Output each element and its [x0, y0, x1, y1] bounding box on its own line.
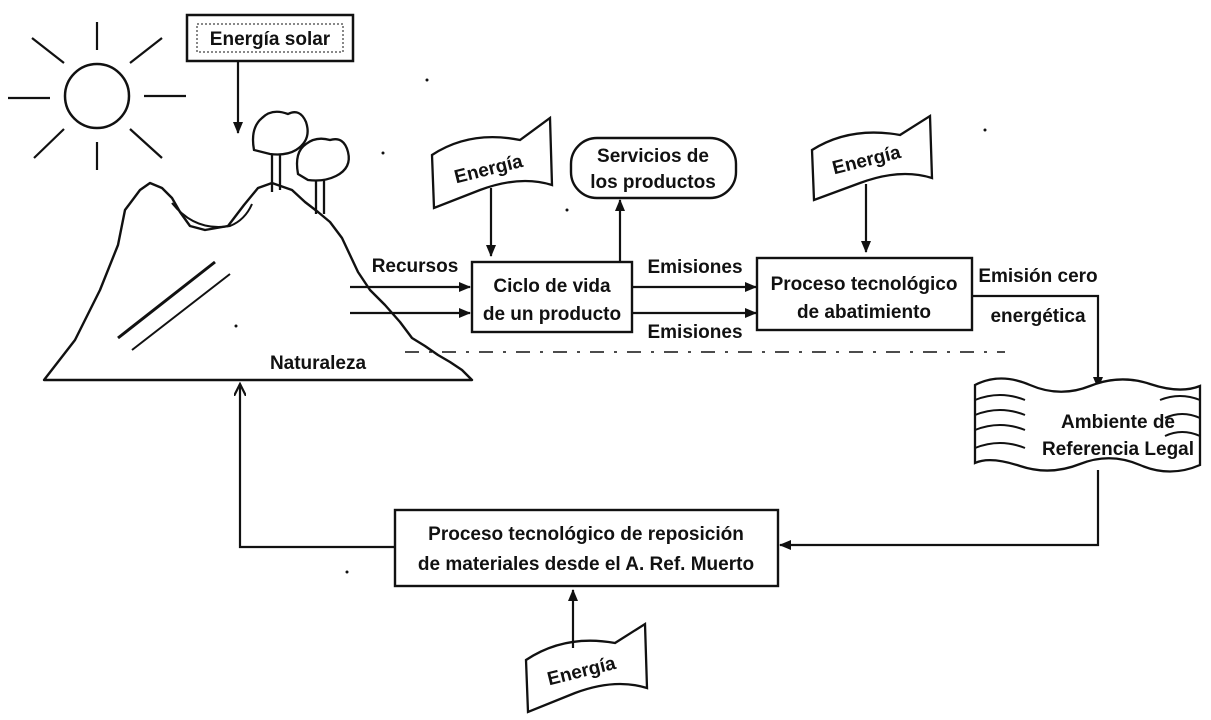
- zero-emission-label-line1: Emisión cero: [978, 266, 1097, 287]
- replenish-label-line2: de materiales desde el A. Ref. Muerto: [418, 554, 754, 575]
- return-arrow: [779, 470, 1100, 550]
- zero-emission-arrow: [972, 294, 1103, 389]
- mountain-landscape: [42, 110, 474, 382]
- legal-environment-scroll: Ambiente de Referencia Legal: [973, 377, 1202, 473]
- energy-flag-3: Energía: [524, 621, 649, 714]
- life-cycle-box: Ciclo de vida de un producto: [470, 260, 634, 334]
- scan-dots: [234, 78, 987, 574]
- return-to-nature-arrow: [240, 384, 395, 549]
- life-cycle-label-line1: Ciclo de vida: [493, 276, 611, 297]
- abatement-process-box: Proceso tecnológico de abatimiento: [755, 256, 974, 332]
- tree-icon: [295, 137, 350, 182]
- replenishment-process-box: Proceso tecnológico de reposición de mat…: [393, 508, 780, 588]
- emissions-bottom-label: Emisiones: [647, 322, 742, 343]
- zero-emission-label-line2: energética: [990, 306, 1085, 327]
- replenish-label-line1: Proceso tecnológico de reposición: [428, 524, 744, 545]
- energy-flag-2: Energía: [810, 113, 934, 202]
- solar-energy-box: Energía solar: [185, 13, 355, 63]
- energy-flag-1: Energía: [430, 115, 554, 210]
- abatement-label-line1: Proceso tecnológico: [771, 274, 958, 295]
- abatement-label-line2: de abatimiento: [797, 302, 931, 323]
- life-cycle-label-line2: de un producto: [483, 304, 621, 325]
- product-services-label-line1: Servicios de: [597, 146, 709, 167]
- product-services-box: Servicios de los productos: [569, 136, 738, 200]
- legal-env-label-line1: Ambiente de: [1061, 412, 1175, 433]
- resources-label: Recursos: [372, 256, 459, 277]
- nature-label: Naturaleza: [270, 353, 367, 374]
- tree-icon: [251, 110, 309, 156]
- solar-energy-label: Energía solar: [210, 29, 331, 50]
- product-services-label-line2: los productos: [590, 172, 716, 193]
- sun-icon: [8, 22, 186, 170]
- legal-env-label-line2: Referencia Legal: [1042, 439, 1194, 460]
- emissions-top-label: Emisiones: [647, 257, 742, 278]
